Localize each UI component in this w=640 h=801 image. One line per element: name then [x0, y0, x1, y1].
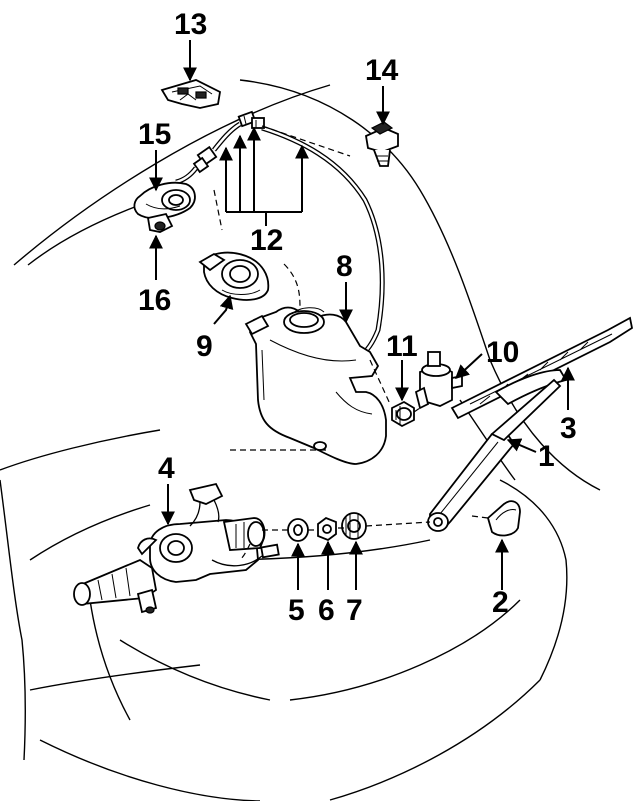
assembly-dashed-lines — [213, 125, 489, 561]
part-2-arm-cap — [486, 500, 521, 537]
callout-7: 7 — [346, 594, 363, 627]
part-10-washer-pump — [414, 351, 463, 410]
part-5-seal — [287, 518, 309, 542]
callout-8: 8 — [336, 250, 353, 283]
callout-14: 14 — [365, 54, 399, 87]
callout-15: 15 — [138, 118, 171, 151]
part-11-pump-grommet — [391, 400, 415, 428]
part-13-hose-clip — [160, 79, 221, 109]
part-4-wiper-motor — [73, 482, 280, 614]
callout-4: 4 — [158, 452, 175, 485]
callout-12: 12 — [250, 224, 283, 257]
callout-leaders — [149, 40, 575, 590]
part-15-check-valve — [133, 181, 196, 220]
part-9-reservoir-cap — [198, 251, 270, 301]
part-1-wiper-arm — [427, 378, 562, 532]
callout-6: 6 — [318, 594, 335, 627]
part-14-washer-nozzle — [364, 121, 399, 167]
callout-10: 10 — [486, 336, 519, 369]
callout-3: 3 — [560, 412, 577, 445]
callout-labels: 13 14 15 12 16 8 9 11 10 3 1 4 5 6 7 2 — [138, 8, 577, 627]
callout-9: 9 — [196, 330, 213, 363]
part-7-grommet — [341, 512, 367, 540]
callout-11: 11 — [386, 330, 418, 363]
callout-16: 16 — [138, 284, 171, 317]
part-6-nut — [317, 516, 337, 542]
callout-1: 1 — [538, 440, 555, 473]
callout-13: 13 — [174, 8, 207, 41]
callout-2: 2 — [492, 586, 509, 619]
callout-5: 5 — [288, 594, 305, 627]
part-12-washer-hose — [175, 110, 385, 359]
part-8-washer-reservoir — [244, 306, 387, 465]
part-16-connector — [146, 212, 174, 233]
